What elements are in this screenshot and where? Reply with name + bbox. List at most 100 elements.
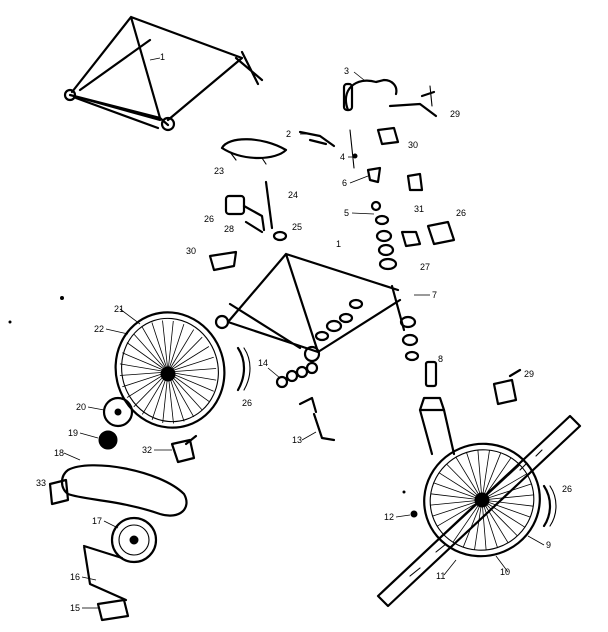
callout-29b: 29 xyxy=(524,369,534,379)
chain-18 xyxy=(60,464,188,517)
brake-caliper-32 xyxy=(170,434,198,464)
chainring-17 xyxy=(110,516,158,564)
rear-wheel-spoke xyxy=(122,352,169,373)
callout-6: 6 xyxy=(342,178,347,188)
derailleur-33 xyxy=(48,478,70,506)
carton-strip-11 xyxy=(376,414,582,608)
sprocket-20 xyxy=(102,396,134,428)
bearings-14 xyxy=(275,361,319,389)
callout-22: 22 xyxy=(94,324,104,334)
front-wheel-spoke xyxy=(481,499,526,528)
rear-wheel-spoke xyxy=(126,342,169,373)
callout-20: 20 xyxy=(76,402,86,412)
callout-31: 31 xyxy=(414,204,424,214)
callout-1b: 1 xyxy=(336,239,341,249)
callout-7: 7 xyxy=(432,290,437,300)
rear-wheel-spoke xyxy=(167,371,214,392)
freewheel-19 xyxy=(98,430,118,450)
front-wheel-spoke xyxy=(481,499,518,537)
callout-28a: 28 xyxy=(224,224,234,234)
callout-2: 2 xyxy=(286,129,291,139)
callout-18: 18 xyxy=(54,448,64,458)
callout-11: 11 xyxy=(436,571,445,581)
front-wheel-spoke xyxy=(481,499,509,544)
front-wheel-spoke xyxy=(446,463,483,501)
callout-26c: 26 xyxy=(242,398,252,408)
callout-32: 32 xyxy=(142,445,152,455)
callout-25: 25 xyxy=(292,222,302,232)
front-wheel-spoke xyxy=(481,450,490,501)
rear-wheel-spoke xyxy=(167,329,195,373)
front-wheel-spoke xyxy=(433,482,483,501)
side-reflector-left xyxy=(208,250,238,272)
front-wheel-spoke xyxy=(481,473,528,501)
stem-and-brake-parts xyxy=(298,126,456,248)
front-wheel-spoke xyxy=(481,464,521,501)
front-wheel-spoke xyxy=(455,456,483,501)
front-wheel-spoke xyxy=(481,452,502,501)
callout-33: 33 xyxy=(36,478,46,488)
callout-26d: 26 xyxy=(562,484,572,494)
callout-labels: 1 1 2 3 4 5 6 7 8 9 10 11 12 13 14 15 16… xyxy=(36,52,572,613)
handlebar xyxy=(342,78,438,118)
front-wheel-spoke xyxy=(481,499,498,548)
callout-26b: 26 xyxy=(456,208,466,218)
callout-8: 8 xyxy=(438,354,443,364)
front-brake-29 xyxy=(492,368,522,406)
rear-wheel xyxy=(114,311,226,429)
rear-wheel-spoke xyxy=(167,356,214,373)
scan-specks xyxy=(8,296,406,494)
seat-post-assembly xyxy=(224,180,288,242)
front-wheel-spoke xyxy=(481,483,532,501)
rear-wheel-spoke xyxy=(122,371,169,388)
callout-12: 12 xyxy=(384,512,394,522)
front-wheel-spoke xyxy=(430,493,483,501)
rear-wheel-spoke xyxy=(167,346,210,373)
rear-wheel-spoke xyxy=(167,371,217,381)
front-fork xyxy=(418,360,456,456)
frame-top-view xyxy=(63,15,264,132)
rear-wheel-spoke xyxy=(141,326,169,373)
callout-19: 19 xyxy=(68,428,78,438)
rear-wheel-spoke xyxy=(162,320,169,373)
pedal-15 xyxy=(96,598,130,622)
rear-wheel-spoke xyxy=(167,323,185,373)
front-wheel-spoke xyxy=(430,499,483,506)
callout-15: 15 xyxy=(70,603,80,613)
rear-wheel-spoke xyxy=(167,336,203,373)
bolt-12 xyxy=(410,510,418,518)
callout-27: 27 xyxy=(420,262,430,272)
front-wheel-spoke xyxy=(477,450,483,501)
callout-14: 14 xyxy=(258,358,268,368)
callout-4: 4 xyxy=(340,152,345,162)
callout-26a: 26 xyxy=(204,214,214,224)
callout-17: 17 xyxy=(92,516,102,526)
seat xyxy=(220,138,288,165)
kickstand-13 xyxy=(298,396,336,442)
callout-24: 24 xyxy=(288,190,298,200)
rear-wheel-spoke xyxy=(119,363,169,373)
front-wheel-spoke xyxy=(481,494,534,501)
callout-16: 16 xyxy=(70,572,80,582)
callout-23: 23 xyxy=(214,166,224,176)
callout-9: 9 xyxy=(546,540,551,550)
crank-arm-16 xyxy=(82,544,128,602)
rear-wheel-spoke xyxy=(167,368,217,373)
callout-1a: 1 xyxy=(160,52,165,62)
callout-29a: 29 xyxy=(450,109,460,119)
callout-30a: 30 xyxy=(408,140,418,150)
front-wheel-spoke xyxy=(481,499,534,507)
callout-10: 10 xyxy=(500,567,510,577)
front-wheel-spoke xyxy=(462,499,483,548)
callout-30b: 30 xyxy=(186,246,196,256)
rear-wheel-spoke xyxy=(133,333,169,373)
front-wheel-spoke xyxy=(432,499,483,517)
front-wheel-spoke xyxy=(481,499,487,550)
rear-reflector-26 xyxy=(236,346,251,392)
callout-21: 21 xyxy=(114,304,124,314)
callout-3: 3 xyxy=(344,66,349,76)
front-wheel-spoke xyxy=(438,472,483,501)
rear-wheel-spoke xyxy=(151,322,169,373)
callout-13: 13 xyxy=(292,435,302,445)
front-wheel-spoke xyxy=(481,499,531,518)
